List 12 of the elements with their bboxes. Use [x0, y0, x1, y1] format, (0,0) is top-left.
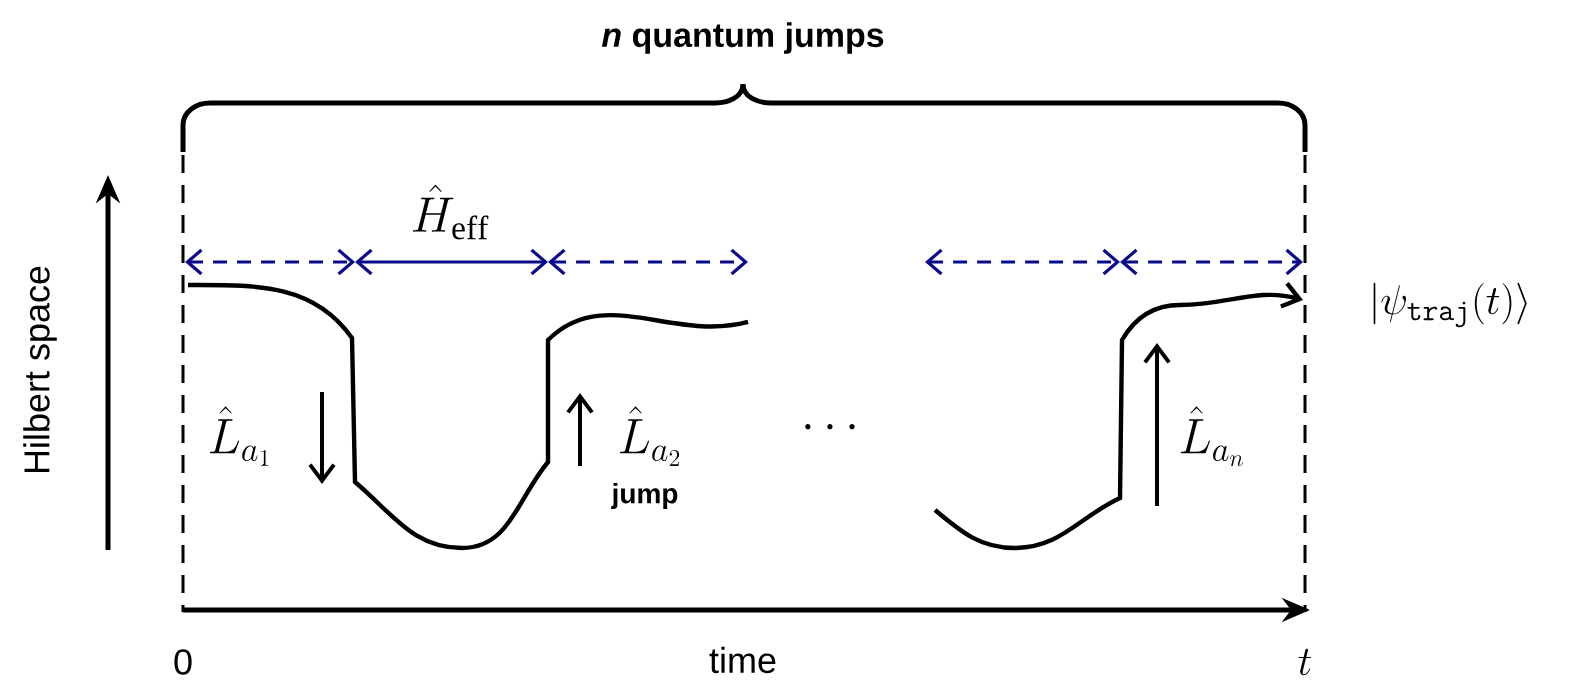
axis-label: time [709, 646, 776, 674]
operator-label: $\hat{L}_{a_2}$ [619, 406, 680, 466]
jump-label: jump [611, 482, 678, 510]
state-label: $|\psi_{\mathtt{traj}}(t)\rangle$ [1373, 282, 1527, 328]
operator-label: $\hat{L}_{a_1}$ [209, 406, 269, 466]
operator-label: $\hat{H}_{\mathrm{eff}}$ [412, 184, 489, 240]
axis-tick: $t$ [1298, 648, 1312, 676]
operator-label: $\hat{L}_{a_n}$ [1180, 406, 1243, 467]
axis-tick: 0 [174, 649, 192, 675]
ellipsis: $\cdots$ [805, 423, 855, 430]
title: n quantum jumps [601, 22, 884, 54]
axis-label: Hilbert space [23, 266, 57, 473]
